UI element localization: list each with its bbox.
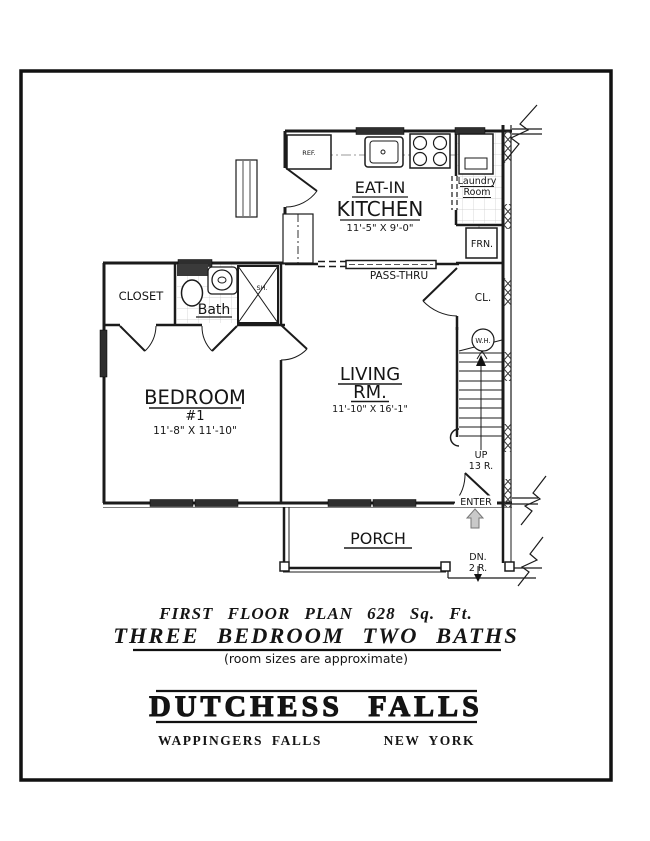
bath-fixtures — [177, 264, 279, 324]
living-label-line2: RM. — [353, 382, 387, 403]
porch-label: PORCH — [350, 529, 406, 548]
porch-post — [279, 561, 290, 572]
kitchen-dims: 11'-5" X 9'-0" — [347, 223, 414, 234]
break-lines — [505, 104, 547, 587]
bedroom-dims: 11'-8" X 11'-10" — [153, 425, 237, 437]
water-heater-label: W.H. — [475, 337, 490, 345]
refrigerator — [286, 134, 332, 170]
living-label-line1: LIVING — [340, 364, 400, 385]
enter-arrow-icon — [465, 508, 485, 529]
kitchen-fixtures — [235, 133, 498, 264]
bedroom-label: BEDROOM — [144, 386, 246, 409]
pass-thru-opening — [318, 260, 346, 268]
interior-walls — [103, 131, 503, 503]
porch-post — [440, 561, 451, 572]
stair-rail-curve — [449, 428, 460, 447]
kitchen-label-line1: EAT-IN — [355, 178, 406, 197]
stairs — [449, 328, 503, 450]
laundry-label-line1: Laundry — [458, 176, 497, 187]
bath-label: Bath — [198, 302, 231, 318]
porch — [279, 507, 542, 582]
brand-city: WAPPINGERS FALLS — [158, 733, 322, 748]
side-stoop — [235, 159, 258, 218]
entry — [455, 495, 497, 529]
water-heater-circle — [471, 328, 495, 352]
plan-subtitle: THREE BEDROOM TWO BATHS — [113, 623, 518, 648]
page-border — [19, 69, 613, 782]
doors — [119, 167, 498, 504]
toilet — [180, 279, 204, 307]
windows — [99, 127, 486, 507]
stairs-risers-label: 13 R. — [469, 461, 493, 472]
shower-label: SH. — [257, 284, 268, 292]
porch-dn-label: DN. — [469, 552, 486, 563]
closet-label: CLOSET — [119, 289, 165, 303]
porch-post — [504, 561, 515, 572]
stairs-up-label: UP — [475, 450, 488, 461]
brand-state: NEW YORK — [384, 733, 475, 748]
toilet-tank — [177, 264, 208, 276]
furnace-label: FRN. — [471, 239, 493, 250]
laundry-bifold-door — [451, 176, 458, 210]
plan-title: FIRST FLOOR PLAN 628 Sq. Ft. — [158, 604, 472, 623]
living-dims: 11'-10" X 16'-1" — [332, 404, 408, 415]
brand-title: DUTCHESS FALLS — [149, 690, 483, 723]
pass-thru-label: PASS-THRU — [370, 270, 428, 282]
porch-risers-label: 2 R. — [469, 563, 487, 574]
pass-thru-counter — [345, 259, 437, 270]
title-block: FIRST FLOOR PLAN 628 Sq. Ft. THREE BEDRO… — [113, 604, 518, 748]
enter-label: ENTER — [460, 497, 492, 508]
furnace-box — [465, 227, 498, 259]
refrigerator-label: REF. — [302, 149, 315, 157]
room-labels: EAT-IN KITCHEN 11'-5" X 9'-0" Laundry Ro… — [119, 149, 497, 574]
party-wall — [504, 125, 542, 507]
bedroom-number: #1 — [185, 409, 204, 424]
plan-note: (room sizes are approximate) — [224, 651, 408, 666]
laundry-label-line2: Room — [463, 187, 490, 198]
hall-closet-label: CL. — [475, 292, 492, 304]
kitchen-label-line2: KITCHEN — [337, 197, 424, 221]
